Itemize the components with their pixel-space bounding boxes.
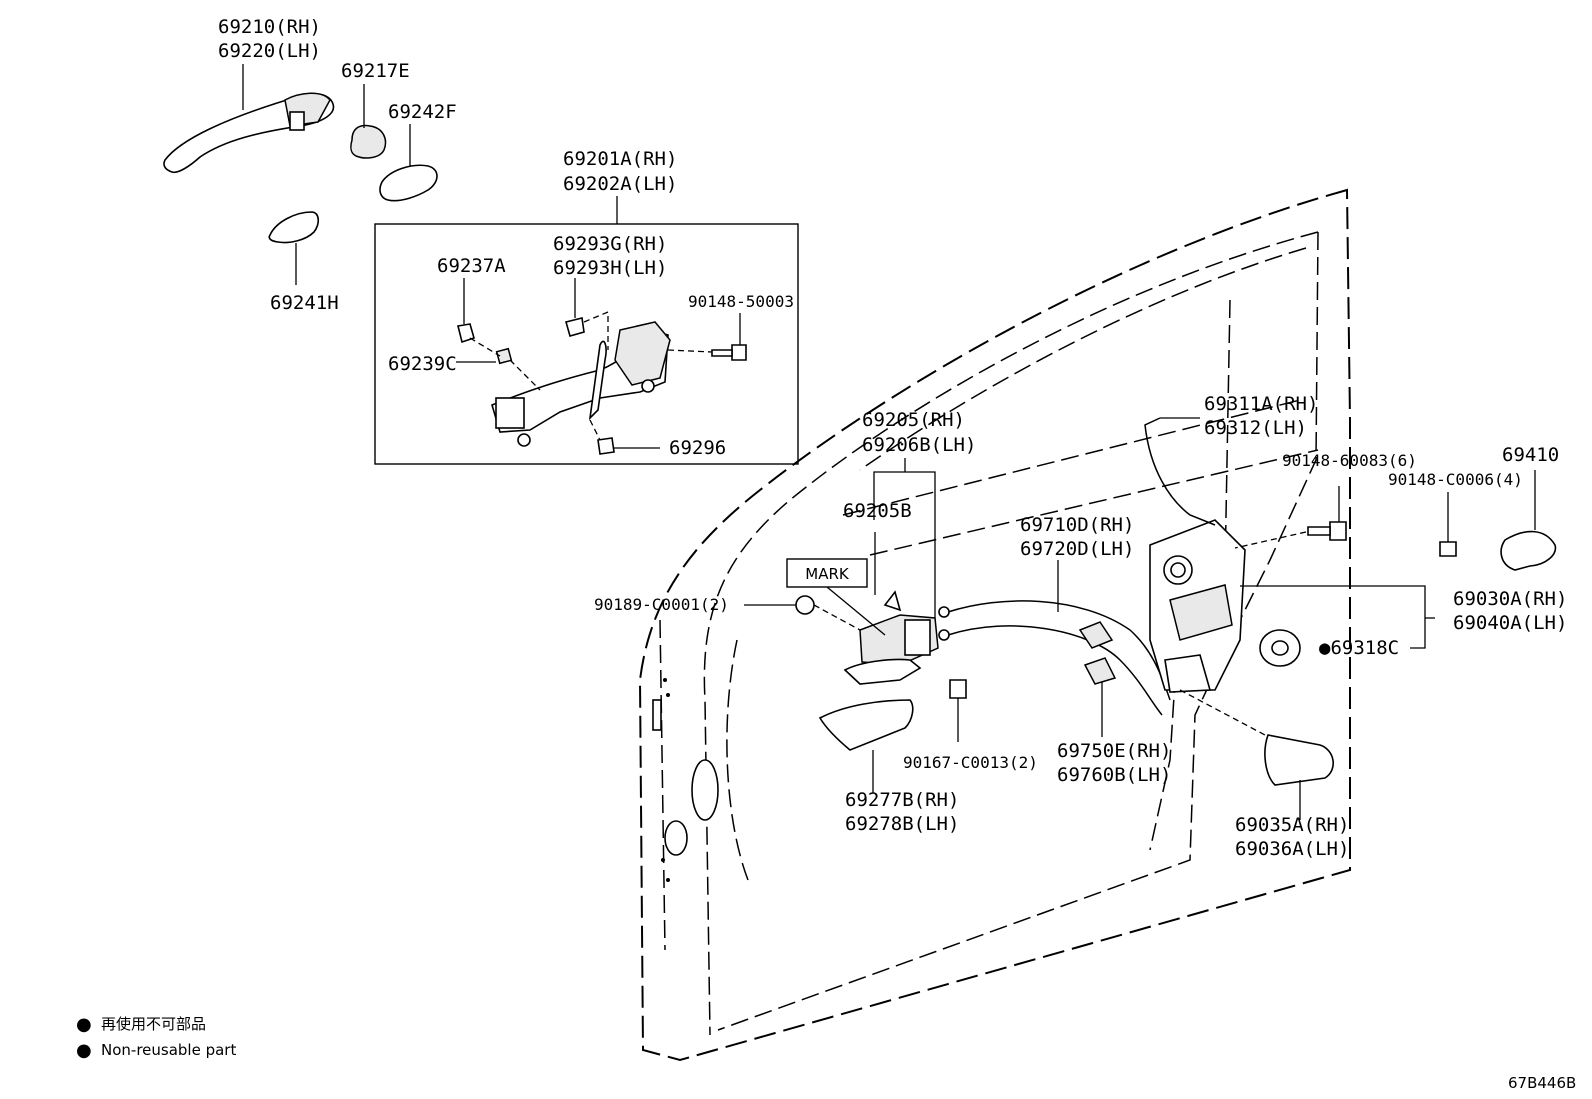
- screw-90148-60083: [1234, 486, 1347, 549]
- handle-frame-assembly: [374, 196, 799, 465]
- label-90167-C0013: 90167-C0013(2): [903, 753, 1038, 772]
- assembly-box: [374, 223, 799, 465]
- label-69210-rh: 69210(RH): [218, 16, 321, 38]
- label-69205B: 69205B: [843, 500, 912, 522]
- label-90148-60083: 90148-60083(6): [1282, 451, 1417, 470]
- legend-bullet-ja: ●: [76, 1014, 92, 1035]
- label-69201A-rh: 69201A(RH): [563, 148, 677, 170]
- label-69205-rh: 69205(RH): [862, 409, 965, 431]
- mark-indicator: MARK: [786, 558, 886, 636]
- label-90148-50003: 90148-50003: [688, 292, 794, 311]
- mark-label: MARK: [805, 565, 850, 583]
- inside-door-handle: [843, 458, 939, 685]
- label-69318C: ●69318C: [1319, 637, 1399, 659]
- legend-bullet-en: ●: [76, 1040, 92, 1061]
- label-69206B-lh: 69206B(LH): [862, 434, 976, 456]
- label-69750E-rh: 69750E(RH): [1057, 740, 1171, 762]
- clip-90189: [744, 595, 861, 631]
- label-69237A: 69237A: [437, 255, 506, 277]
- label-90189-C0001: 90189-C0001(2): [594, 595, 729, 614]
- label-69241H: 69241H: [270, 292, 339, 314]
- control-cables: [938, 560, 1171, 737]
- door-striker-69410: [1439, 470, 1557, 571]
- label-69040A-lh: 69040A(LH): [1453, 612, 1567, 634]
- outside-door-handle: [163, 64, 335, 174]
- label-69030A-rh: 69030A(RH): [1453, 588, 1567, 610]
- label-69035A-rh: 69035A(RH): [1235, 814, 1349, 836]
- door-outline: [638, 188, 1351, 1062]
- label-69036A-lh: 69036A(LH): [1235, 838, 1349, 860]
- door-lock-assembly: [1144, 417, 1435, 693]
- legend: ● 再使用不可部品 ● Non-reusable part: [76, 1014, 236, 1061]
- label-90148-C0006: 90148-C0006(4): [1388, 470, 1523, 489]
- label-69293G-rh: 69293G(RH): [553, 233, 667, 255]
- screw-90167: [949, 679, 967, 742]
- legend-text-ja: 再使用不可部品: [101, 1015, 206, 1033]
- label-69710D-rh: 69710D(RH): [1020, 514, 1134, 536]
- lock-cover-69035A: [1179, 689, 1334, 820]
- washer-69318C: [1259, 629, 1301, 667]
- label-69242F: 69242F: [388, 101, 457, 123]
- label-69239C: 69239C: [388, 353, 457, 375]
- diagram-code: 67B446B: [1508, 1074, 1576, 1092]
- label-69311A-rh: 69311A(RH): [1204, 393, 1318, 415]
- legend-text-en: Non-reusable part: [101, 1041, 236, 1059]
- label-69293H-lh: 69293H(LH): [553, 257, 667, 279]
- label-69202A-lh: 69202A(LH): [563, 173, 677, 195]
- label-69296: 69296: [669, 437, 726, 459]
- label-69220-lh: 69220(LH): [218, 40, 321, 62]
- handle-pad-69242F: [379, 124, 438, 202]
- handle-bezel-69277B: [818, 699, 914, 793]
- handle-pad-69241H: [268, 211, 320, 285]
- part-labels: 69210(RH) 69220(LH) 69217E 69242F 69241H…: [218, 16, 1567, 860]
- label-69312-lh: 69312(LH): [1204, 417, 1307, 439]
- label-69278B-lh: 69278B(LH): [845, 813, 959, 835]
- label-69720D-lh: 69720D(LH): [1020, 538, 1134, 560]
- label-69217E: 69217E: [341, 60, 410, 82]
- label-69410: 69410: [1502, 444, 1559, 466]
- label-69277B-rh: 69277B(RH): [845, 789, 959, 811]
- handle-cap-69217E: [350, 84, 387, 159]
- label-69760B-lh: 69760B(LH): [1057, 764, 1171, 786]
